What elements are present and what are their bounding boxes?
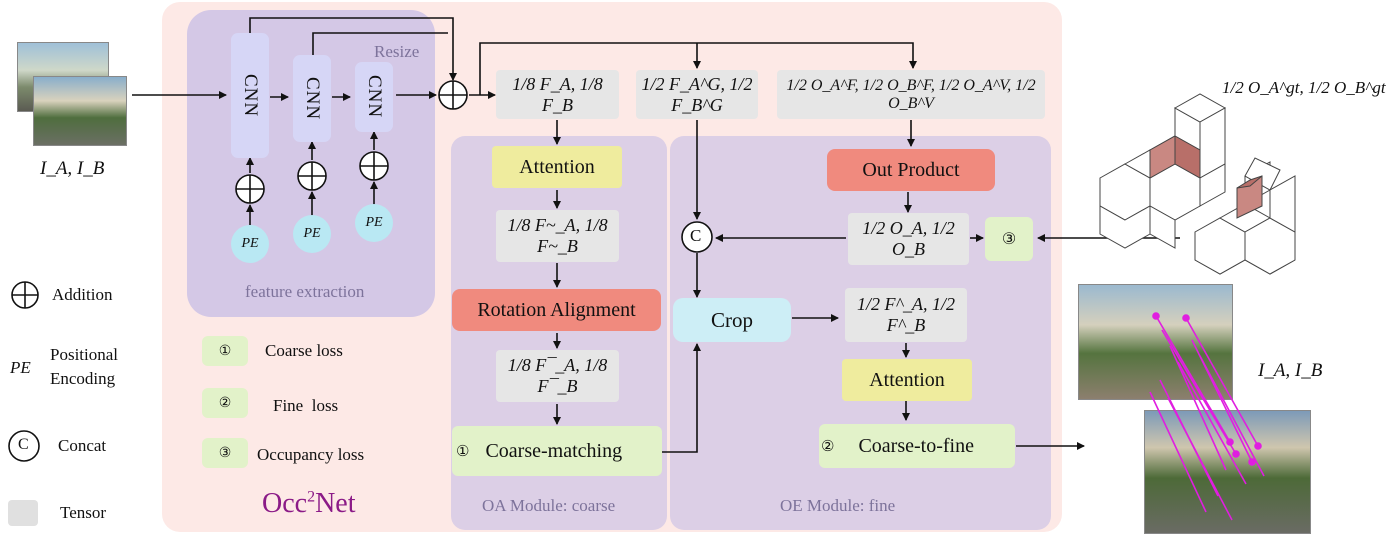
- tensor-o: 1/2 O_A^F, 1/2 O_B^F, 1/2 O_A^V, 1/2 O_B…: [777, 70, 1045, 119]
- tensor-f-bar: 1/8 F¯_A, 1/8 F¯_B: [496, 350, 619, 402]
- tensor-f-hat: 1/2 F^_A, 1/2 F^_B: [845, 288, 967, 342]
- tensor-f-text: 1/8 F_A, 1/8 F_B: [512, 73, 603, 115]
- coarse-to-fine-marker: ②: [821, 438, 835, 455]
- pe-node-2: PE: [293, 215, 331, 253]
- tensor-o-ab: 1/2 O_A, 1/2 O_B: [848, 213, 969, 265]
- tensor-fg-text: 1/2 F_A^G, 1/2 F_B^G: [641, 73, 753, 115]
- legend-concat-icon: [8, 430, 40, 462]
- legend-addition-label: Addition: [52, 285, 113, 304]
- legend-concat-symbol: C: [18, 436, 29, 453]
- resize-label: Resize: [374, 42, 420, 61]
- occupancy-marker-box: ③: [985, 217, 1033, 261]
- loss-marker-occupancy: ③: [202, 438, 248, 468]
- legend-tensor-label: Tensor: [60, 503, 107, 522]
- tensor-f: 1/8 F_A, 1/8 F_B: [496, 70, 619, 119]
- input-images-label: I_A, I_B: [40, 158, 105, 179]
- concat-node-symbol: C: [690, 226, 702, 245]
- loss-marker-coarse: ①: [202, 336, 248, 366]
- brand-name: Occ: [262, 488, 308, 519]
- loss-marker-fine: ②: [202, 388, 248, 418]
- loss-label-coarse: Coarse loss: [265, 341, 343, 360]
- tensor-f-hat-text: 1/2 F^_A, 1/2 F^_B: [856, 294, 956, 335]
- output-images-label: I_A, I_B: [1258, 360, 1323, 381]
- oe-attention-block: Attention: [842, 359, 972, 401]
- coarse-matching-marker: ①: [456, 443, 470, 460]
- legend-pe-line1: Positional: [50, 345, 119, 364]
- coarse-matching-label: Coarse-matching: [485, 439, 623, 462]
- legend-pe-line2: Encoding: [50, 369, 116, 388]
- tensor-o-text: 1/2 O_A^F, 1/2 O_B^F, 1/2 O_A^V, 1/2 O_B…: [786, 76, 1036, 112]
- loss-label-occupancy: Occupancy loss: [257, 445, 365, 464]
- legend-concat-label: Concat: [58, 436, 107, 455]
- cnn-label-2: CNN: [302, 76, 323, 121]
- occupancy-cubes-a: [1099, 93, 1227, 249]
- tensor-f-tilde: 1/8 F~_A, 1/8 F~_B: [496, 210, 619, 262]
- tensor-f-bar-text: 1/8 F¯_A, 1/8 F¯_B: [507, 355, 608, 396]
- connector-lines: [8, 17, 1296, 462]
- output-image-a: [1078, 284, 1233, 400]
- tensor-gt: 1/2 O_A^gt, 1/2 O_B^gt: [1222, 78, 1386, 97]
- crop-block: Crop: [673, 298, 791, 342]
- brand-superscript: 2: [307, 488, 316, 506]
- concat-node: [681, 221, 713, 253]
- rotation-alignment-block: Rotation Alignment: [452, 289, 661, 331]
- feature-extraction-caption: feature extraction: [245, 282, 365, 301]
- coarse-matching-block: ① Coarse-matching: [452, 426, 662, 476]
- cnn-label-1: CNN: [240, 73, 261, 118]
- loss-label-fine: Fine loss: [273, 396, 339, 415]
- oa-module-caption: OA Module: coarse: [482, 496, 616, 515]
- occupancy-cubes-b: [1194, 157, 1296, 275]
- oa-attention-block: Attention: [492, 146, 622, 188]
- coarse-to-fine-block: ② Coarse-to-fine: [819, 424, 1015, 468]
- input-image-b: [33, 76, 127, 146]
- pe-node-3: PE: [355, 204, 393, 242]
- legend-pe-symbol: PE: [10, 358, 31, 377]
- pe-node-1: PE: [231, 225, 269, 263]
- brand-title: Occ2Net: [262, 488, 356, 520]
- output-image-b: [1144, 410, 1311, 534]
- oe-module-caption: OE Module: fine: [780, 496, 896, 515]
- tensor-f-tilde-text: 1/8 F~_A, 1/8 F~_B: [507, 215, 608, 256]
- cnn-block-1: CNN: [231, 33, 269, 158]
- cnn-block-2: CNN: [293, 55, 331, 142]
- tensor-fg: 1/2 F_A^G, 1/2 F_B^G: [636, 70, 758, 119]
- match-lines: [1149, 312, 1265, 521]
- coarse-to-fine-label: Coarse-to-fine: [858, 434, 974, 457]
- brand-suffix: Net: [315, 488, 356, 519]
- legend-tensor-swatch: [8, 500, 38, 526]
- cnn-label-3: CNN: [364, 75, 385, 119]
- tensor-o-ab-text: 1/2 O_A, 1/2 O_B: [862, 218, 955, 259]
- cnn-block-3: CNN: [355, 62, 393, 132]
- out-product-block: Out Product: [827, 149, 995, 191]
